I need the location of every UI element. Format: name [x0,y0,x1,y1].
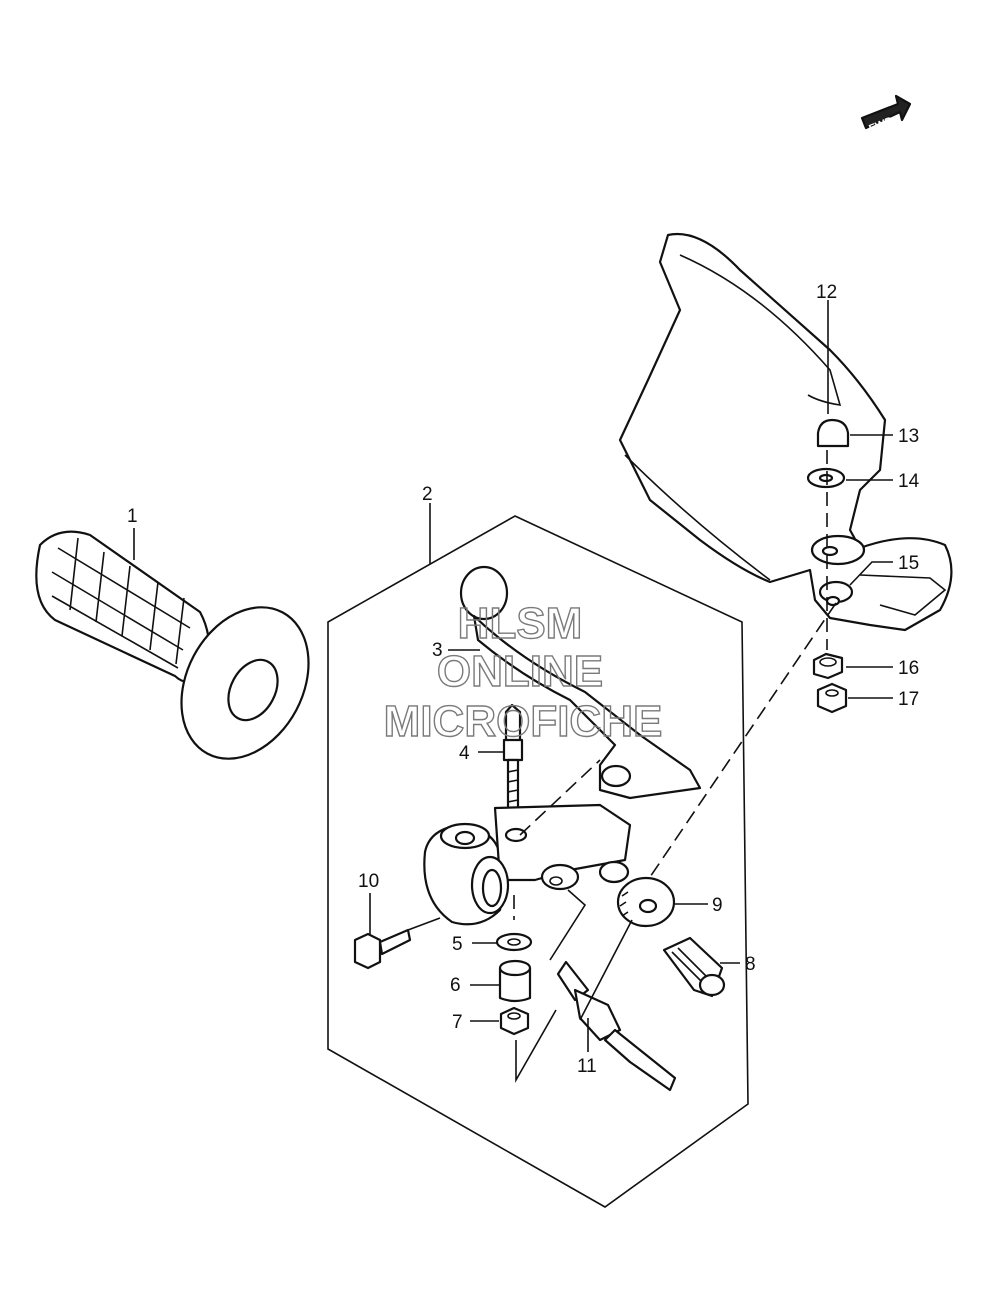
clutch-lever [459,565,702,800]
lever-holder [423,803,632,926]
callout-14: 14 [898,471,920,492]
callout-2: 2 [422,484,433,505]
lock-washer [812,652,844,680]
assembly-line [519,759,601,836]
callout-15: 15 [898,553,919,574]
cap-nut [816,418,850,448]
adjuster-locknut [616,876,676,928]
hex-nut [816,682,848,714]
clamp-bolt [353,928,412,970]
callout-10: 10 [358,871,379,892]
callout-12: 12 [816,282,837,303]
assembly-line [647,602,837,881]
callout-1: 1 [127,506,138,527]
leader-lines [133,300,893,1052]
callout-3: 3 [432,640,443,661]
assembly-outline [327,515,749,1208]
watermark-line-3: MICROFICHE [384,697,663,746]
callout-17: 17 [898,689,919,710]
callout-13: 13 [898,426,919,447]
callout-8: 8 [745,954,756,975]
callout-11: 11 [577,1056,597,1077]
watermark-line-2: ONLINE [437,647,603,696]
grip [35,530,310,760]
watermark-line-1: HLSM [458,599,583,648]
cable-adjuster [662,936,726,998]
callout-9: 9 [712,895,723,916]
callout-16: 16 [898,658,919,679]
hand-guard [618,232,953,632]
callout-6: 6 [450,975,461,996]
collar [498,959,532,1003]
washer [495,932,533,952]
nut [499,1006,530,1036]
callout-4: 4 [459,743,470,764]
watermark: HLSM ONLINE MICROFICHE [383,598,663,746]
callout-5: 5 [452,934,463,955]
clutch-cable [556,960,677,1092]
fwd-arrow-icon: FWD [860,94,912,135]
callout-7: 7 [452,1012,463,1033]
